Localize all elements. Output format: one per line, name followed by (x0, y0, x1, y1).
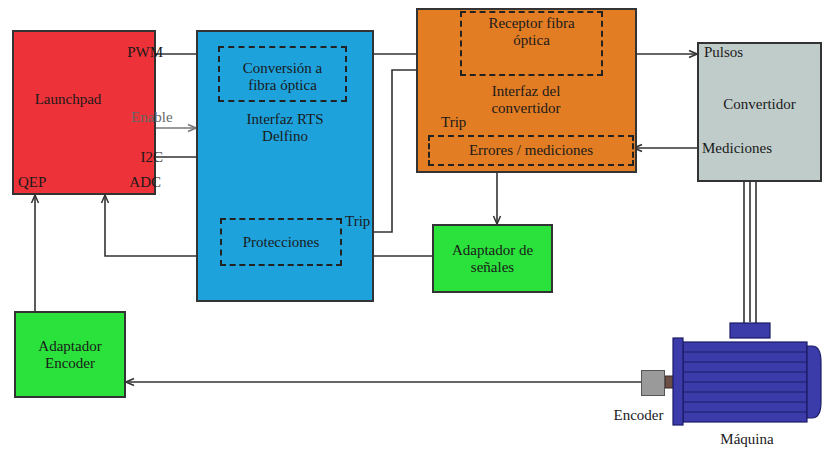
block-title: Adaptador de señales (451, 242, 535, 276)
block-title: Convertidor (702, 96, 817, 113)
signal-connector (126, 381, 641, 383)
signal-connector (749, 182, 751, 322)
terminal-box (730, 323, 770, 338)
block-title: Errores / mediciones (433, 142, 629, 159)
phase-wire (755, 182, 757, 323)
motor-illustration (672, 322, 822, 426)
port-label: Pulsos (704, 44, 743, 61)
signal-label: Enable (131, 109, 173, 126)
interface-board: Interfaz del convertidor Receptor fibra ó… (416, 8, 637, 173)
block-title: Interfaz del convertidor (476, 83, 576, 117)
port-label: I2C (141, 149, 164, 166)
adapter-box: Adaptador Encoder (14, 311, 126, 398)
cooling-fin (683, 411, 807, 412)
block-title: Receptor fibra óptica (487, 15, 577, 49)
cooling-fin (683, 361, 807, 362)
port-label: Mediciones (702, 140, 772, 157)
block-title: Protecciones (225, 234, 337, 251)
block-title: Máquina (702, 431, 792, 448)
encoder-body: Encoder (641, 370, 665, 396)
motor-flange (673, 338, 683, 425)
signal-connector (496, 173, 498, 224)
dashed-subblock: Conversión a fibra óptica (218, 46, 347, 102)
cooling-fin (683, 381, 807, 382)
dashed-subblock: Errores / mediciones (428, 135, 634, 166)
block-title: Encoder (614, 407, 664, 424)
phase-wire (743, 182, 745, 323)
interface-board: Interfaz RTS Delfino Conversión a fibra ó… (196, 30, 374, 302)
cooling-fin (683, 391, 807, 392)
block-title: Launchpad (18, 91, 118, 108)
motor-body (683, 342, 807, 422)
signal-connector (634, 147, 697, 149)
signal-label: Trip (345, 213, 370, 230)
signal-connector (34, 195, 36, 311)
adapter-box: Adaptador de señales (432, 224, 553, 293)
signal-connector (156, 127, 196, 129)
cooling-fin (683, 351, 807, 352)
block-title: Interfaz RTS Delfino (230, 111, 340, 145)
motor-end-cap (807, 346, 821, 418)
port-label: PWM (127, 44, 163, 61)
electric-machine: Máquina (672, 322, 822, 426)
cooling-fin (683, 371, 807, 372)
dashed-subblock: Receptor fibra óptica (460, 11, 603, 76)
port-label: ADC (129, 174, 161, 191)
port-label: QEP (18, 174, 46, 191)
cooling-fin (683, 401, 807, 402)
converter-box: Convertidor PulsosMediciones (697, 42, 822, 182)
block-title: Adaptador Encoder (28, 338, 112, 372)
signal-label: Trip (441, 114, 466, 131)
dashed-subblock: Protecciones (220, 218, 342, 266)
block-title: Conversión a fibra óptica (233, 60, 333, 94)
